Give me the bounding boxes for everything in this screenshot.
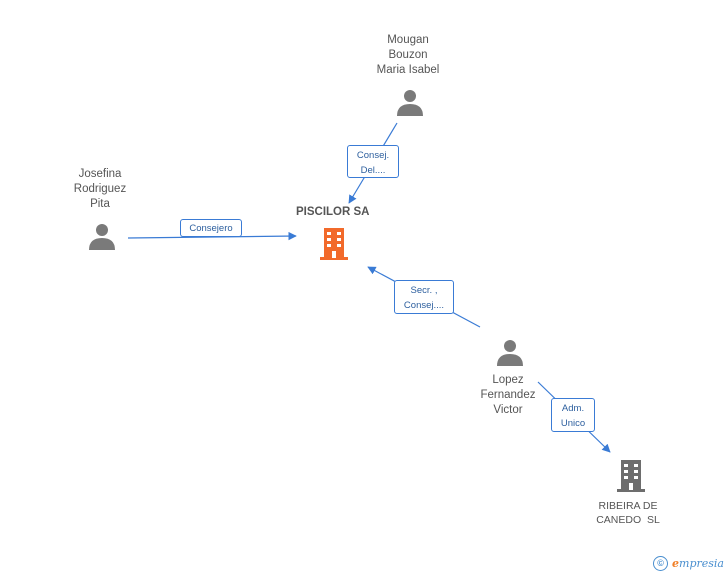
name-line: Maria Isabel (376, 64, 440, 76)
person-label-lopez[interactable]: Lopez Fernandez Victor (458, 373, 558, 418)
brand-initial: e (672, 557, 680, 570)
edge-josefina-piscilor (127, 231, 297, 241)
name-line: CANEDO SL (596, 514, 660, 526)
role-line: Consej. (356, 150, 390, 161)
company-title-piscilor[interactable]: PISCILOR SA (296, 206, 370, 218)
name-line: Lopez (492, 374, 524, 386)
edge-label-mougan-piscilor[interactable]: Consej. Del.... (347, 145, 399, 178)
edge-label-josefina-piscilor[interactable]: Consejero (180, 219, 242, 237)
role-line: Secr. , (410, 285, 438, 296)
empresia-logo[interactable]: empresia (672, 557, 724, 570)
name-line: Fernandez (480, 389, 536, 401)
person-icon[interactable] (396, 88, 424, 116)
brand-rest: mpresia (679, 557, 724, 570)
name-line: Rodriguez (73, 183, 127, 195)
role-line: Unico (560, 418, 586, 429)
role-line: Consej.... (403, 300, 445, 311)
name-line: RIBEIRA DE (598, 500, 658, 512)
role-line: Del.... (360, 165, 386, 176)
edge-label-lopez-ribeira[interactable]: Adm. Unico (551, 398, 595, 432)
person-icon[interactable] (88, 222, 116, 250)
name-line: Victor (493, 404, 523, 416)
name-line: Bouzon (388, 49, 428, 61)
edge-label-lopez-piscilor[interactable]: Secr. , Consej.... (394, 280, 454, 314)
person-icon[interactable] (496, 338, 524, 366)
company-label-ribeira[interactable]: RIBEIRA DE CANEDO SL (578, 499, 678, 527)
role-line: Consejero (189, 223, 233, 234)
building-icon[interactable] (615, 458, 647, 494)
copyright-icon: © (653, 556, 669, 571)
role-line: Adm. (561, 403, 585, 414)
name-line: Josefina (78, 168, 122, 180)
person-label-josefina[interactable]: Josefina Rodriguez Pita (50, 167, 150, 212)
person-label-mougan[interactable]: Mougan Bouzon Maria Isabel (358, 33, 458, 78)
building-icon[interactable] (318, 226, 350, 262)
name-line: Pita (90, 198, 110, 210)
name-line: Mougan (387, 34, 429, 46)
footer-brand: © empresia (653, 556, 724, 571)
